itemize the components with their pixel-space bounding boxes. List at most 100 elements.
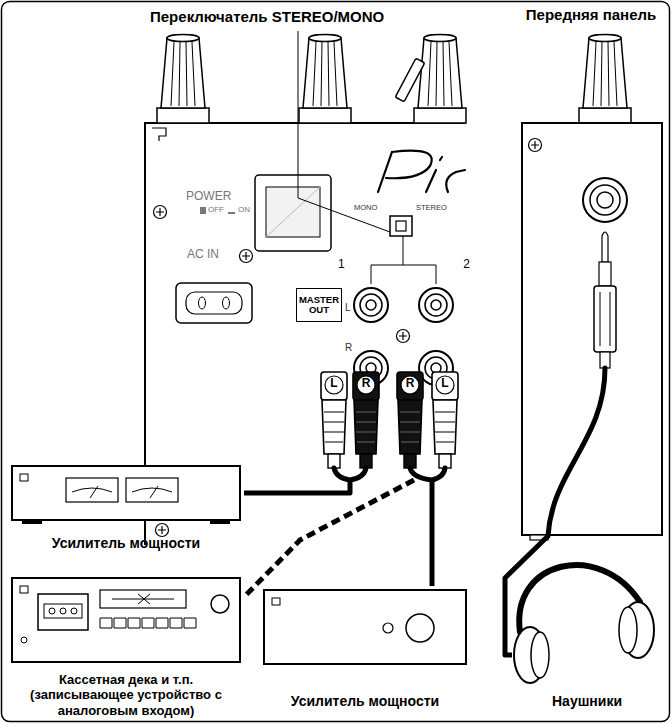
callout-title: Переключатель STEREO/MONO xyxy=(150,8,384,25)
output-label-box: MASTER OUT xyxy=(296,288,342,322)
switch-shade xyxy=(266,187,320,237)
headphone-cable xyxy=(548,368,605,536)
switch-position: OFF xyxy=(208,205,224,214)
knob xyxy=(414,35,466,124)
bracket-mark xyxy=(152,128,166,141)
cassette-door xyxy=(38,594,88,630)
level-meter xyxy=(126,478,178,502)
front-panel-outline xyxy=(522,123,662,535)
output-jack-group-text: 2 xyxy=(463,257,470,271)
plug-grip xyxy=(600,292,610,346)
screw xyxy=(240,250,253,263)
transport-buttons xyxy=(100,618,196,628)
switch-position: ON xyxy=(238,205,250,214)
plug-tip xyxy=(602,232,608,262)
on-symbol xyxy=(228,212,235,214)
power-amplifier: Усилитель мощности xyxy=(260,586,470,710)
switch-position: STEREO xyxy=(416,204,447,213)
switch-position: MONO xyxy=(354,204,377,213)
ear-pad xyxy=(619,607,637,653)
ac-inlet-socket xyxy=(186,292,242,314)
front-panel: Передняя панель xyxy=(515,6,667,536)
plug-letter: R xyxy=(406,377,415,391)
cassette-deck: Кассетная дека и т.п. (записывающее устр… xyxy=(8,574,244,718)
power-button xyxy=(272,598,280,605)
reel xyxy=(49,608,55,614)
output-jack-group: 2 xyxy=(405,257,470,480)
jack-bracket xyxy=(371,236,436,284)
power-switch-rocker xyxy=(266,187,320,237)
ac-inlet xyxy=(176,283,252,323)
plug-sleeve xyxy=(599,262,611,286)
front-panel-text: Передняя панель xyxy=(526,6,656,24)
screw xyxy=(397,330,410,343)
headband-highlight xyxy=(524,573,634,630)
panel-label: AC IN xyxy=(187,248,219,262)
headphone-jack-hole xyxy=(597,192,613,208)
plug-body xyxy=(594,286,616,352)
meter-needles xyxy=(72,486,172,498)
brand-logo xyxy=(378,151,465,192)
reel xyxy=(60,608,66,614)
indicator xyxy=(383,623,393,633)
lever xyxy=(395,58,424,102)
ac-pin xyxy=(223,297,230,309)
rca-jack xyxy=(354,288,388,322)
audio-cable xyxy=(244,480,350,493)
ear-pad xyxy=(531,632,549,678)
rca-plug xyxy=(353,372,379,468)
power-switch xyxy=(255,175,331,251)
power-amplifier-text: Усилитель мощности xyxy=(262,693,468,710)
channel-label: L xyxy=(345,302,351,314)
power-amplifier-text: Усилитель мощности xyxy=(11,535,241,552)
channel-label: R xyxy=(345,342,352,354)
cassette-deck-body xyxy=(12,578,240,662)
level-meter xyxy=(66,478,118,502)
display xyxy=(100,590,186,608)
rca-plug xyxy=(397,372,423,468)
output-label-box-text: MASTER OUT xyxy=(297,295,341,316)
plug-letter: L xyxy=(441,377,448,391)
output-jack-group: 1 xyxy=(338,257,390,480)
volume-knob xyxy=(211,595,229,613)
cassette-deck-text: Кассетная дека и т.п. (записывающее устр… xyxy=(26,672,226,718)
rca-plug xyxy=(432,372,458,468)
plug-cable xyxy=(334,468,445,480)
knob xyxy=(157,35,209,124)
audio-cable-optional xyxy=(244,480,414,597)
reel xyxy=(71,608,77,614)
plug-letter: R xyxy=(362,377,371,391)
panel-label: POWER xyxy=(186,190,231,204)
screw xyxy=(156,524,169,537)
headphone-jack-ring xyxy=(590,185,620,215)
power-button xyxy=(20,586,28,593)
screw xyxy=(154,206,167,219)
volume-knob xyxy=(406,614,434,642)
rca-jack xyxy=(419,288,453,322)
rca-plug xyxy=(321,372,347,468)
cassette-window xyxy=(44,604,82,618)
output-jack-group-text: 1 xyxy=(338,257,345,271)
plug-letter: L xyxy=(330,377,337,391)
power-button xyxy=(20,474,28,481)
stereo-mono-switch xyxy=(390,216,412,236)
audio-cable xyxy=(430,480,435,586)
ac-pin xyxy=(199,297,206,309)
leader-line xyxy=(298,31,390,232)
display-mark xyxy=(112,594,174,604)
foot xyxy=(210,520,230,524)
foot xyxy=(22,520,42,524)
power-amplifier: Усилитель мощности xyxy=(8,462,244,552)
headphone-cable xyxy=(505,536,548,655)
headphone-jack xyxy=(583,178,627,222)
knob xyxy=(299,35,351,124)
amplifier-body xyxy=(12,466,240,520)
indicator xyxy=(21,637,27,643)
amplifier-body xyxy=(264,590,466,664)
headphones: Наушники xyxy=(512,565,662,710)
headphones-text: Наушники xyxy=(552,693,622,710)
